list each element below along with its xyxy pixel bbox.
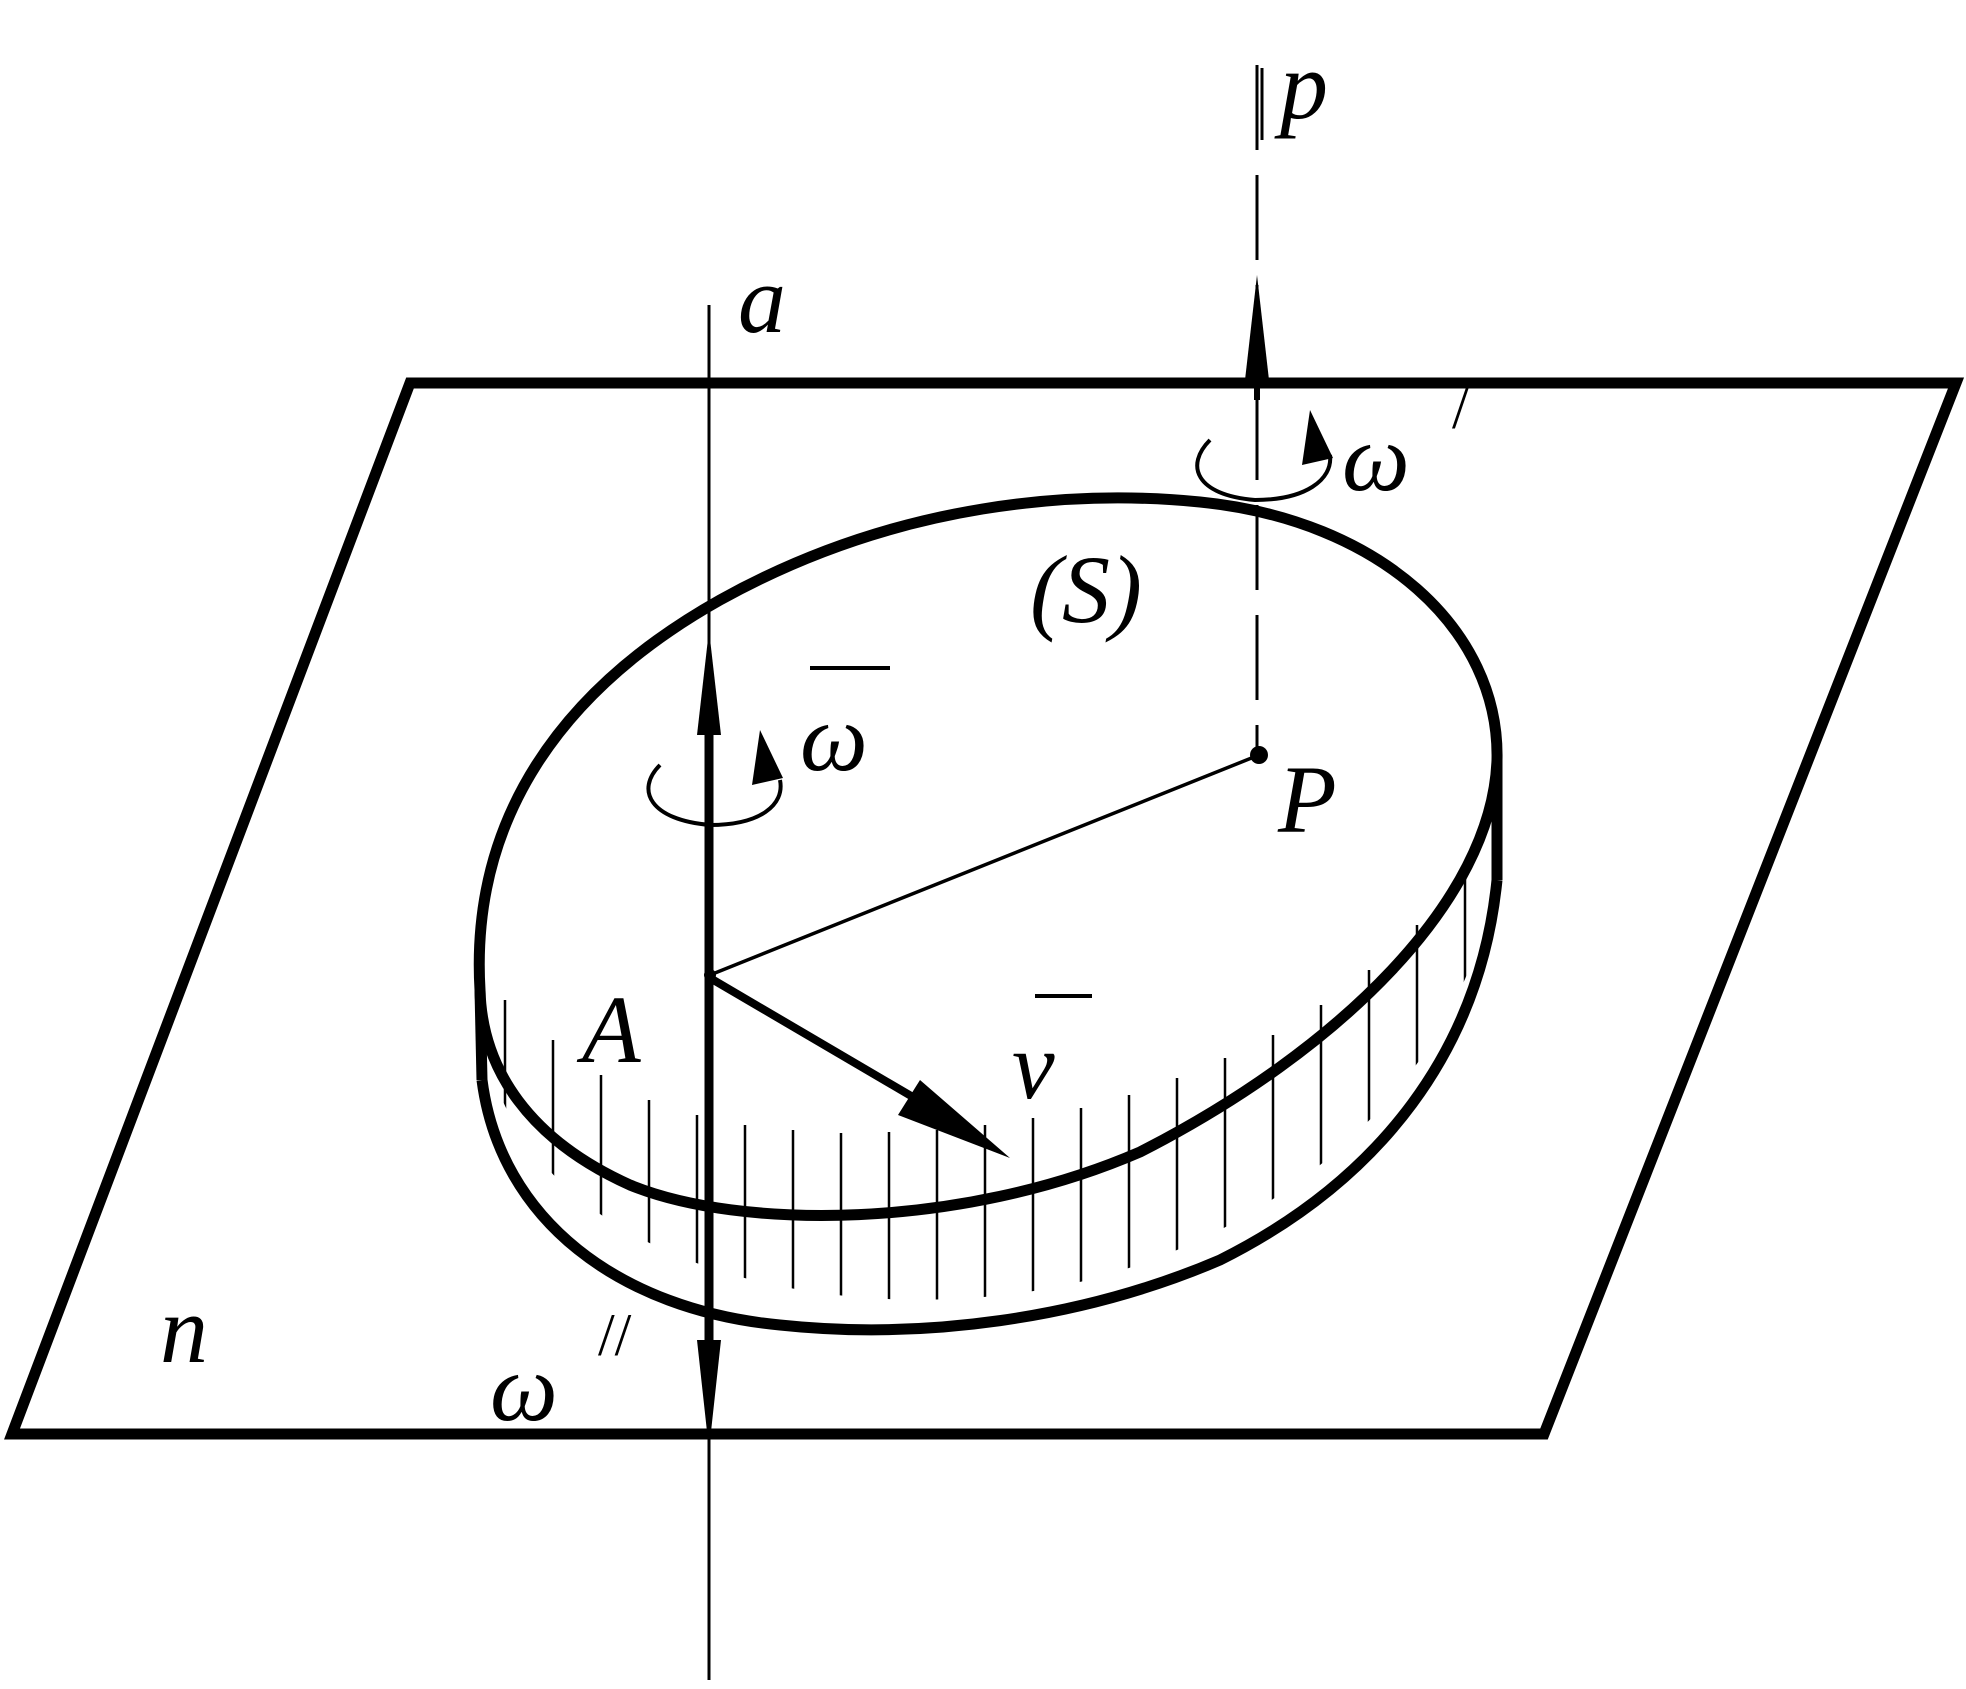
label-omega-prime-mark: /: [1452, 375, 1469, 441]
omega-vector-arrowhead: [697, 630, 721, 735]
disk-left-edge: [474, 989, 488, 1081]
label-plane-n: n: [160, 1276, 208, 1383]
disk-side-hatching: [503, 870, 1467, 1300]
disk-top-face: [473, 492, 1503, 1221]
label-omega-double-prime-mark: //: [598, 1302, 632, 1368]
omega-rotation-indicator: [646, 763, 783, 828]
omega-prime-arrowhead: [1245, 275, 1269, 380]
segment-AP: [709, 753, 1260, 977]
velocity-arrowhead: [898, 1080, 1010, 1158]
omega-rotation-arrowhead: [752, 730, 783, 785]
omega-prime-rotation-indicator: [1195, 438, 1333, 503]
label-axis-a: a: [738, 246, 786, 353]
label-axis-p: p: [1274, 32, 1328, 139]
label-omega: ω: [800, 684, 868, 791]
label-omega-double-prime: ω: [490, 1334, 558, 1441]
label-omega-prime: ω: [1342, 404, 1410, 511]
plane-n: [4, 377, 1965, 1440]
label-point-A: A: [576, 976, 641, 1083]
label-body-S: (S): [1030, 536, 1142, 643]
label-point-P: P: [1277, 746, 1337, 853]
label-velocity-v: v: [1012, 1012, 1055, 1119]
disk-bottom-rim: [476, 879, 1503, 1336]
omega-double-prime-arrowhead: [697, 1340, 721, 1450]
point-P-dot: [1250, 746, 1268, 764]
omega-prime-rotation-arrowhead: [1302, 410, 1333, 465]
velocity-vector: [707, 974, 938, 1114]
